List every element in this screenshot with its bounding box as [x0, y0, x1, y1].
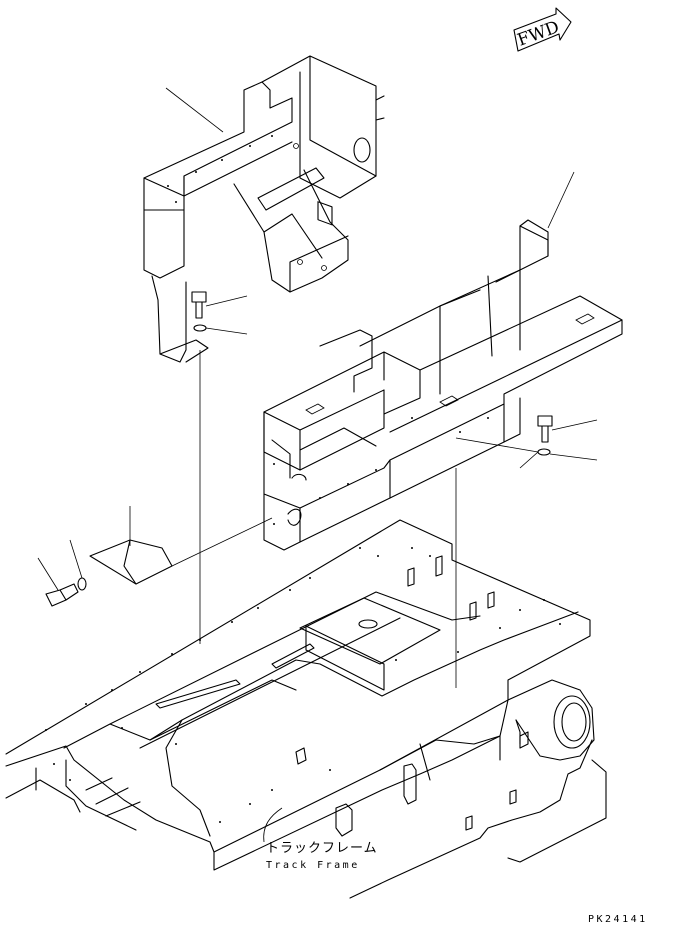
drawing-code: PK24141	[588, 914, 648, 925]
small-plate-parts	[37, 350, 457, 688]
forward-arrow-icon: FWD	[513, 7, 572, 52]
upper-bracket-assembly	[143, 55, 385, 363]
track-frame	[5, 519, 607, 899]
right-frame-assembly	[263, 171, 623, 551]
track-frame-label-jp: トラックフレーム	[266, 841, 378, 856]
forward-arrow-label: FWD	[515, 17, 562, 50]
track-frame-label-en: Track Frame	[266, 860, 360, 871]
